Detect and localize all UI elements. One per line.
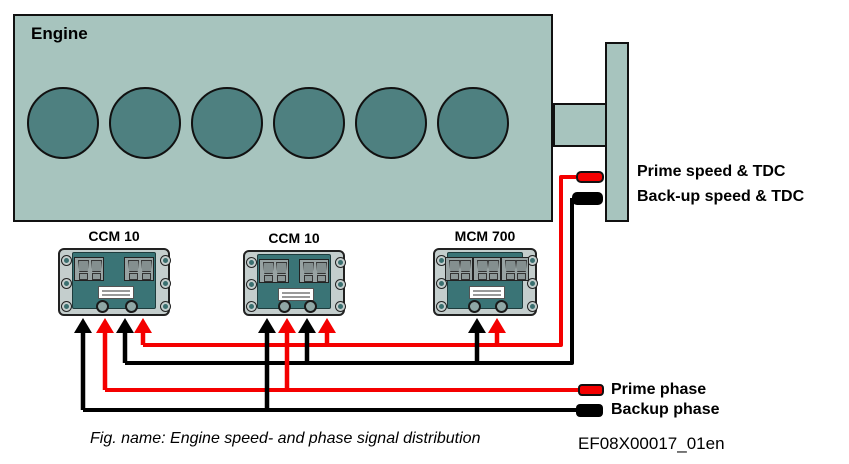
connector-foot — [129, 273, 138, 280]
connector-foot — [142, 273, 151, 280]
connector-foot — [317, 275, 326, 282]
connector-pin — [460, 260, 471, 272]
flywheel — [605, 42, 629, 222]
mounting-ear — [61, 278, 72, 289]
connector-foot — [264, 275, 273, 282]
mounting-ear — [335, 279, 346, 290]
mounting-ear — [436, 278, 447, 289]
engine-cylinder — [191, 87, 263, 159]
mounting-ear — [335, 257, 346, 268]
connector-pin — [477, 260, 488, 272]
connector-block — [74, 257, 104, 281]
connector-pin — [78, 260, 89, 272]
signal-arrow-black — [258, 318, 276, 410]
connector-pin — [263, 262, 274, 274]
connector-foot — [478, 273, 487, 280]
module-id-plate — [278, 288, 314, 301]
signal-arrow-red — [278, 318, 296, 390]
connector-pin — [141, 260, 152, 272]
connector-foot — [304, 275, 313, 282]
signal-arrow-black — [298, 318, 316, 363]
mounting-ear — [436, 301, 447, 312]
figure-caption: Fig. name: Engine speed- and phase signa… — [90, 430, 481, 447]
document-id: EF08X00017_01en — [578, 434, 725, 453]
engine-label: Engine — [31, 24, 88, 43]
engine-cylinder — [355, 87, 427, 159]
connector-block — [473, 257, 501, 281]
prime-phase-connector — [578, 384, 604, 396]
prime-speed-sensor-block — [576, 171, 604, 183]
signal-arrow-red — [318, 318, 336, 345]
prime-speed-sensor-label: Prime speed & TDC — [637, 163, 786, 180]
engine-cylinder — [273, 87, 345, 159]
connector-block — [445, 257, 473, 281]
connector-foot — [506, 273, 515, 280]
connector-pin — [128, 260, 139, 272]
connector-foot — [277, 275, 286, 282]
backup-phase-connector — [576, 404, 603, 417]
prime-phase-label: Prime phase — [611, 381, 707, 398]
signal-arrow-red — [96, 318, 114, 390]
signal-arrow-red — [488, 318, 506, 345]
mounting-ear — [61, 255, 72, 266]
module-label: CCM 10 — [88, 228, 140, 244]
connector-foot — [92, 273, 101, 280]
module-label: CCM 10 — [268, 230, 320, 246]
mounting-ear — [160, 278, 171, 289]
connector-foot — [450, 273, 459, 280]
mounting-ear — [160, 255, 171, 266]
connector-foot — [79, 273, 88, 280]
mounting-hole — [495, 300, 509, 313]
module-id-plate — [469, 286, 505, 299]
mounting-ear — [527, 301, 538, 312]
connector-pin — [505, 260, 516, 272]
connector-pin — [303, 262, 314, 274]
connector-pin — [449, 260, 460, 272]
mounting-ear — [246, 279, 257, 290]
module-frame — [58, 248, 171, 316]
signal-arrow-black — [74, 318, 92, 410]
connector-foot — [517, 273, 526, 280]
backup-speed-sensor-label: Back-up speed & TDC — [637, 188, 805, 205]
connector-block — [299, 259, 329, 283]
connector-foot — [489, 273, 498, 280]
signal-arrow-red — [134, 318, 152, 345]
mounting-ear — [527, 278, 538, 289]
connector-foot — [461, 273, 470, 280]
engine-cylinder — [27, 87, 99, 159]
connector-block — [124, 257, 154, 281]
mounting-hole — [304, 300, 318, 313]
engine-cylinder — [109, 87, 181, 159]
mounting-ear — [335, 301, 346, 312]
signal-arrow-black — [468, 318, 486, 363]
connector-block — [501, 257, 529, 281]
module-label: MCM 700 — [454, 228, 516, 244]
mounting-hole — [95, 300, 109, 313]
mounting-ear — [246, 301, 257, 312]
mounting-ear — [61, 301, 72, 312]
module-id-plate — [98, 286, 134, 299]
signal-arrow-black — [116, 318, 134, 363]
mounting-hole — [277, 300, 291, 313]
backup-speed-sensor-block — [572, 192, 603, 205]
mounting-ear — [246, 257, 257, 268]
engine-cylinder — [437, 87, 509, 159]
connector-pin — [91, 260, 102, 272]
connector-block — [259, 259, 289, 283]
mounting-hole — [124, 300, 138, 313]
module-frame — [433, 248, 538, 316]
mounting-ear — [160, 301, 171, 312]
connector-pin — [316, 262, 327, 274]
connector-pin — [516, 260, 527, 272]
backup-phase-label: Backup phase — [611, 401, 720, 418]
mounting-hole — [468, 300, 482, 313]
crankshaft-shaft — [553, 103, 607, 147]
module-frame — [243, 250, 346, 316]
connector-pin — [488, 260, 499, 272]
connector-pin — [276, 262, 287, 274]
